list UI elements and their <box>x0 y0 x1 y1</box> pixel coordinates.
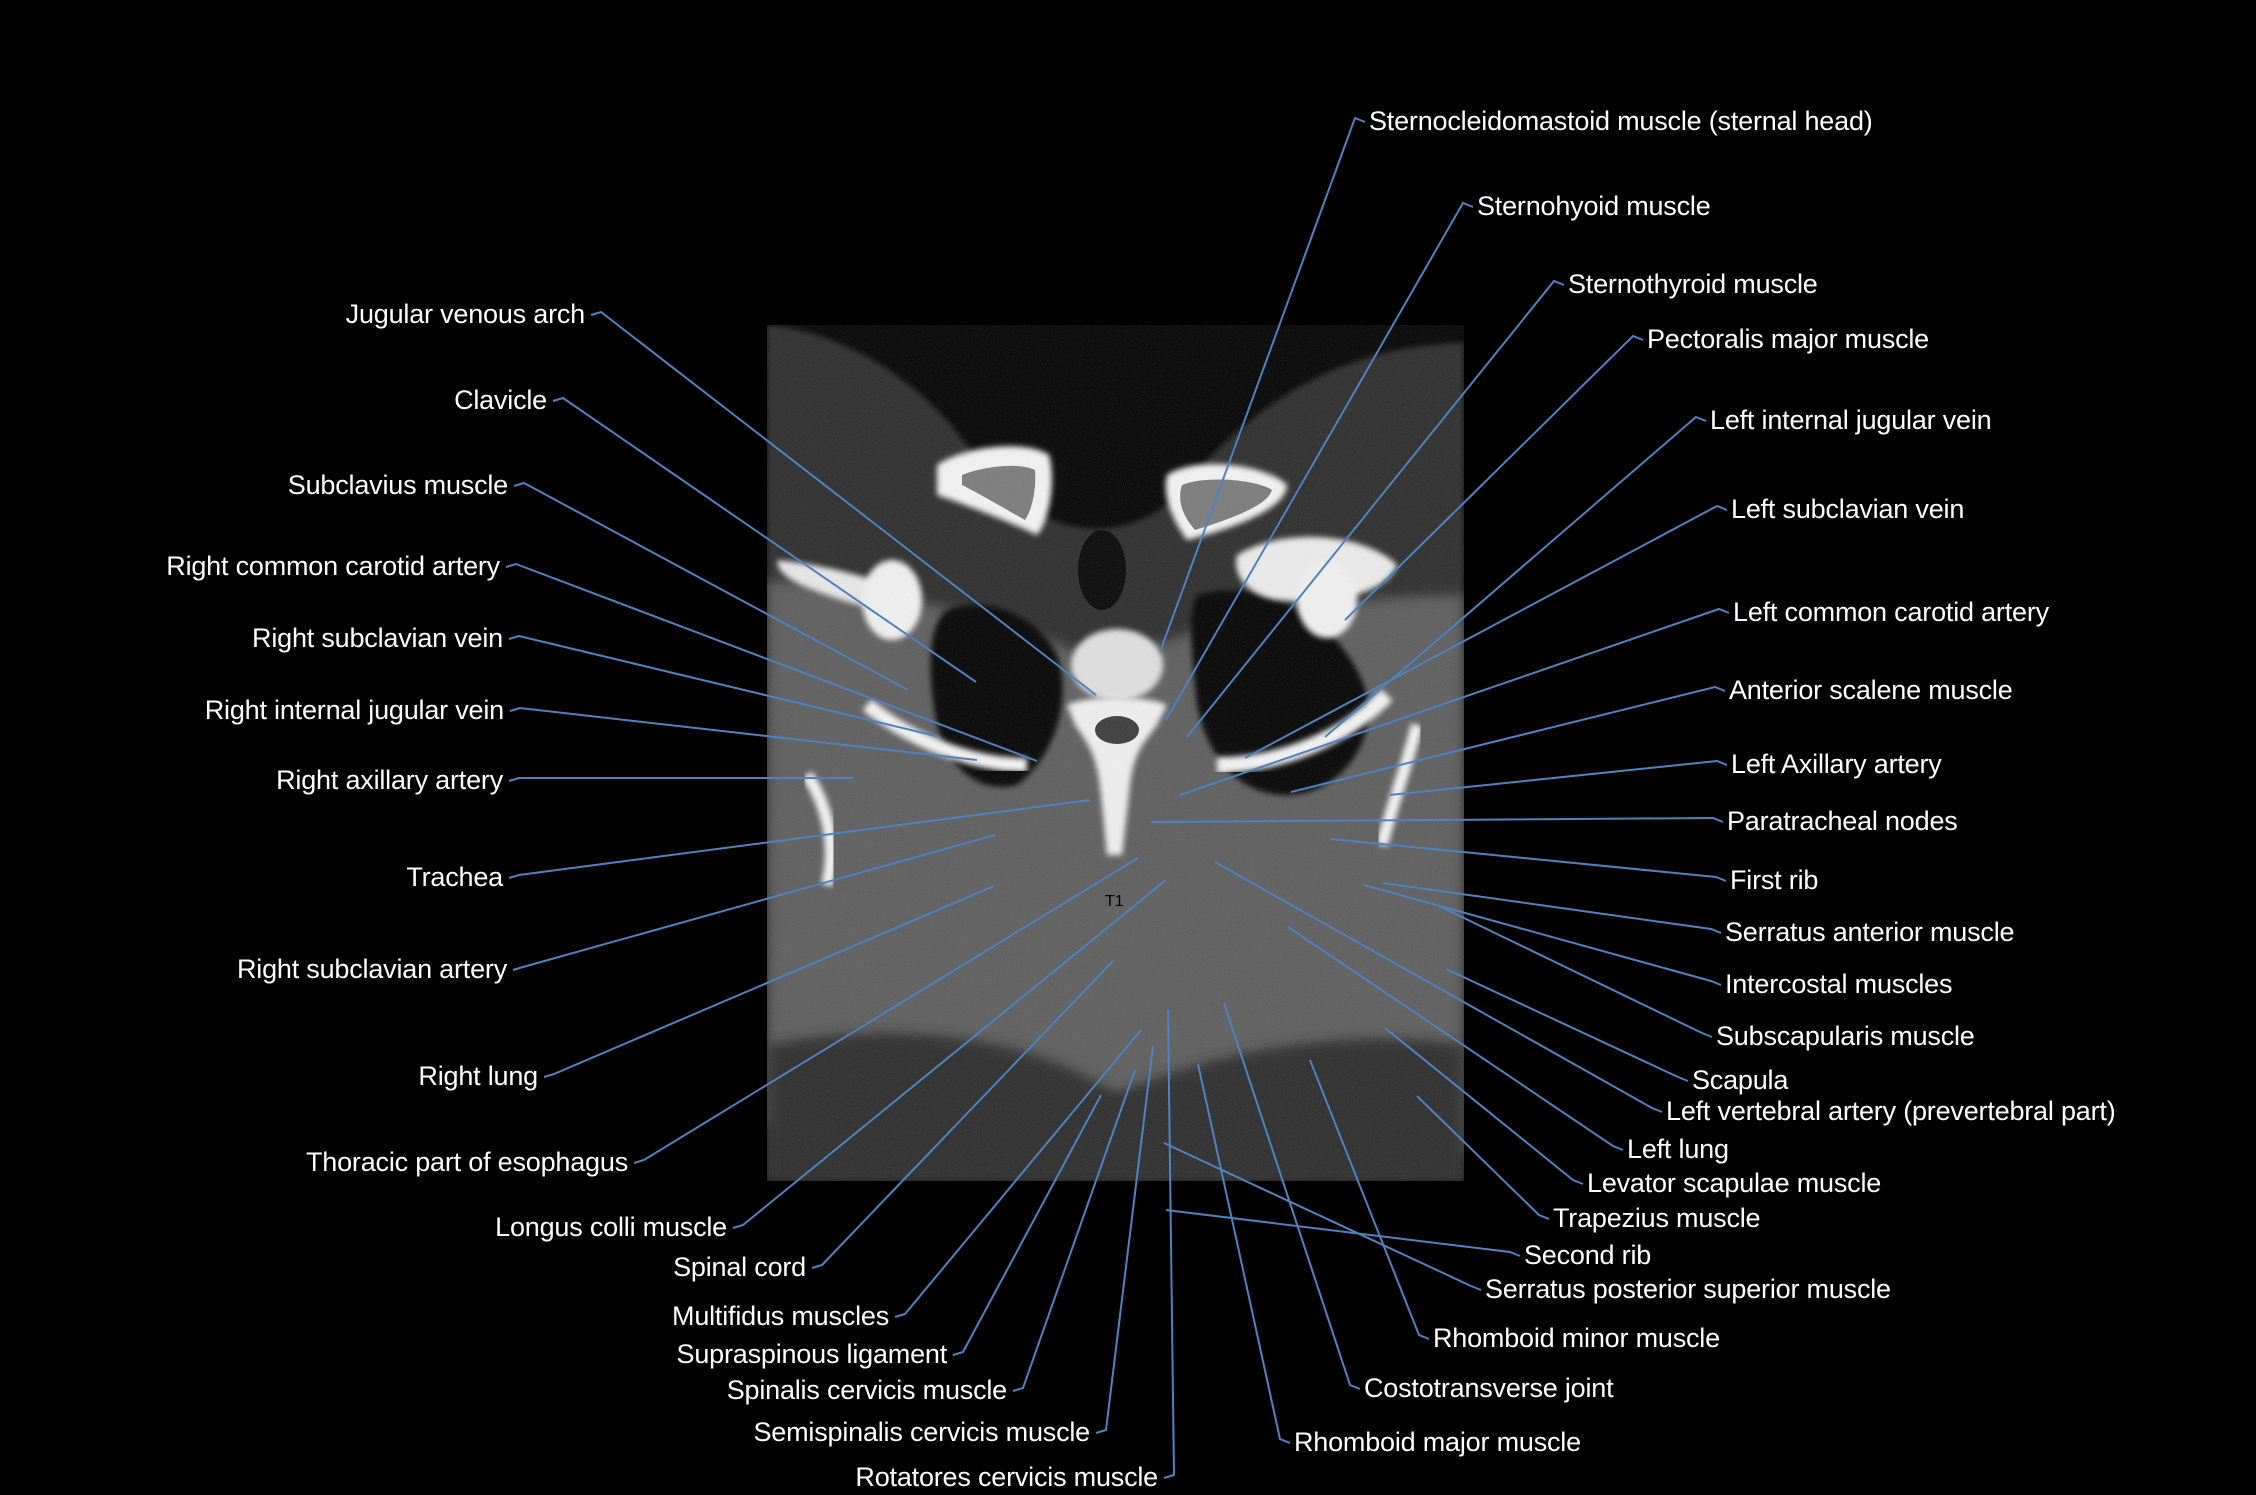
label-first-rib: First rib <box>1730 865 1819 895</box>
label-sternothyroid-muscle: Sternothyroid muscle <box>1568 269 1818 299</box>
label-subclavius-muscle: Subclavius muscle <box>287 470 508 500</box>
label-intercostal-muscles: Intercostal muscles <box>1725 969 1953 999</box>
label-right-internal-jugular-vein: Right internal jugular vein <box>204 695 504 725</box>
label-right-subclavian-vein: Right subclavian vein <box>252 623 503 653</box>
label-scapula: Scapula <box>1692 1065 1789 1095</box>
label-second-rib: Second rib <box>1524 1240 1652 1270</box>
label-sternocleidomastoid-muscle-sternal-head: Sternocleidomastoid muscle (sternal head… <box>1369 106 1873 136</box>
ct-axial-slice-image <box>767 325 1464 1181</box>
label-thoracic-part-of-esophagus: Thoracic part of esophagus <box>306 1147 628 1177</box>
label-spinalis-cervicis-muscle: Spinalis cervicis muscle <box>726 1375 1007 1405</box>
label-costotransverse-joint: Costotransverse joint <box>1364 1373 1614 1403</box>
label-jugular-venous-arch: Jugular venous arch <box>345 299 586 329</box>
label-semispinalis-cervicis-muscle: Semispinalis cervicis muscle <box>753 1417 1091 1447</box>
label-levator-scapulae-muscle: Levator scapulae muscle <box>1587 1168 1882 1198</box>
label-left-internal-jugular-vein: Left internal jugular vein <box>1710 405 1992 435</box>
label-left-lung: Left lung <box>1627 1134 1729 1164</box>
label-left-subclavian-vein: Left subclavian vein <box>1731 494 1965 524</box>
label-multifidus-muscles: Multifidus muscles <box>672 1301 889 1331</box>
label-right-lung: Right lung <box>418 1061 538 1091</box>
label-rhomboid-minor-muscle: Rhomboid minor muscle <box>1433 1323 1720 1353</box>
label-rhomboid-major-muscle: Rhomboid major muscle <box>1294 1427 1581 1457</box>
label-right-common-carotid-artery: Right common carotid artery <box>166 551 500 581</box>
label-left-axillary-artery: Left Axillary artery <box>1731 749 1942 779</box>
label-rotatores-cervicis-muscle: Rotatores cervicis muscle <box>855 1462 1158 1492</box>
label-supraspinous-ligament: Supraspinous ligament <box>676 1339 948 1369</box>
label-right-axillary-artery: Right axillary artery <box>276 765 503 795</box>
label-longus-colli-muscle: Longus colli muscle <box>495 1212 727 1242</box>
label-left-vertebral-artery-prevertebral-part: Left vertebral artery (prevertebral part… <box>1666 1096 2116 1126</box>
leader-line-scapula <box>1445 968 1689 1082</box>
label-serratus-posterior-superior-muscle: Serratus posterior superior muscle <box>1485 1274 1891 1304</box>
label-clavicle: Clavicle <box>454 385 547 415</box>
leader-line-second-rib <box>1165 1209 1521 1257</box>
label-anterior-scalene-muscle: Anterior scalene muscle <box>1729 675 2013 705</box>
label-subscapularis-muscle: Subscapularis muscle <box>1716 1021 1975 1051</box>
label-pectoralis-major-muscle: Pectoralis major muscle <box>1647 324 1929 354</box>
label-sternohyoid-muscle: Sternohyoid muscle <box>1477 191 1711 221</box>
leader-line-subscapularis-muscle <box>1436 904 1713 1038</box>
label-right-subclavian-artery: Right subclavian artery <box>236 954 507 984</box>
label-spinal-cord: Spinal cord <box>673 1252 806 1282</box>
label-serratus-anterior-muscle: Serratus anterior muscle <box>1725 917 2015 947</box>
label-trapezius-muscle: Trapezius muscle <box>1553 1203 1761 1233</box>
label-paratracheal-nodes: Paratracheal nodes <box>1727 806 1958 836</box>
label-left-common-carotid-artery: Left common carotid artery <box>1733 597 2049 627</box>
label-trachea: Trachea <box>406 862 503 892</box>
vertebra-level-label: T1 <box>1105 893 1124 910</box>
